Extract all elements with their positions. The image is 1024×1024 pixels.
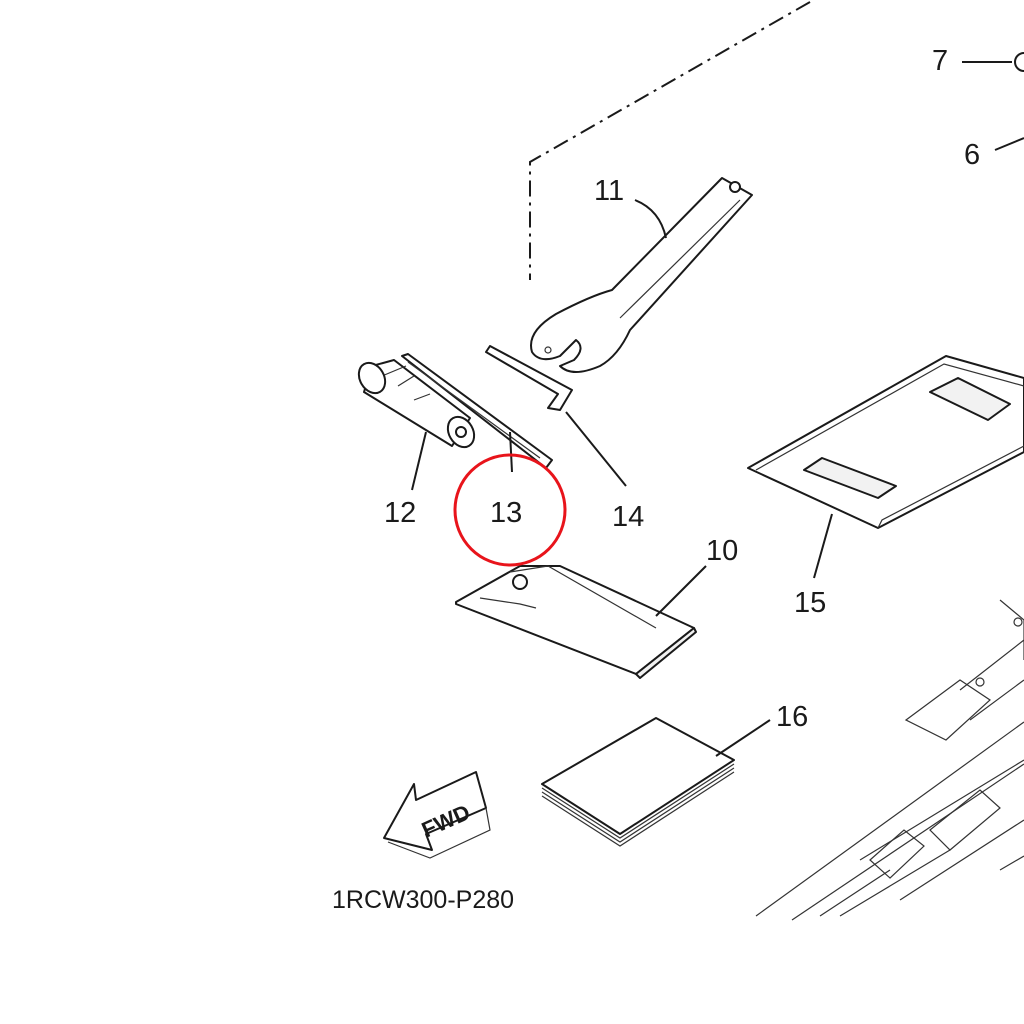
part-15-owners-manual	[747, 355, 1024, 529]
leader-16	[715, 719, 771, 757]
leader-10	[655, 565, 707, 617]
leader-15	[813, 513, 833, 579]
leader-11	[634, 199, 667, 239]
part-7-bolt	[962, 52, 1024, 72]
highlight-circle	[453, 453, 567, 567]
callout-16: 16	[776, 701, 808, 733]
boundary-line	[529, 1, 811, 280]
part-16-booklet	[541, 717, 735, 847]
diagram-code: 1RCW300-P280	[332, 886, 514, 914]
part-11-hook-wrench	[530, 177, 753, 373]
part-10-tool-bag	[455, 565, 697, 679]
part-13-screwdriver	[401, 353, 553, 469]
part-6-leader	[994, 137, 1024, 151]
leader-14	[565, 411, 627, 487]
leader-13	[509, 431, 513, 473]
callout-14: 14	[612, 501, 644, 533]
frame-partial	[755, 599, 1024, 921]
callout-13: 13	[490, 497, 522, 529]
part-14-hex-key	[485, 345, 573, 411]
leader-12	[411, 431, 427, 491]
callout-7: 7	[932, 45, 948, 77]
fwd-arrow: FWD	[383, 771, 491, 859]
callout-15: 15	[794, 587, 826, 619]
part-12-socket	[357, 359, 476, 449]
callout-10: 10	[706, 535, 738, 567]
callout-11: 11	[594, 175, 624, 207]
callout-12: 12	[384, 497, 416, 529]
callout-6: 6	[964, 139, 980, 171]
